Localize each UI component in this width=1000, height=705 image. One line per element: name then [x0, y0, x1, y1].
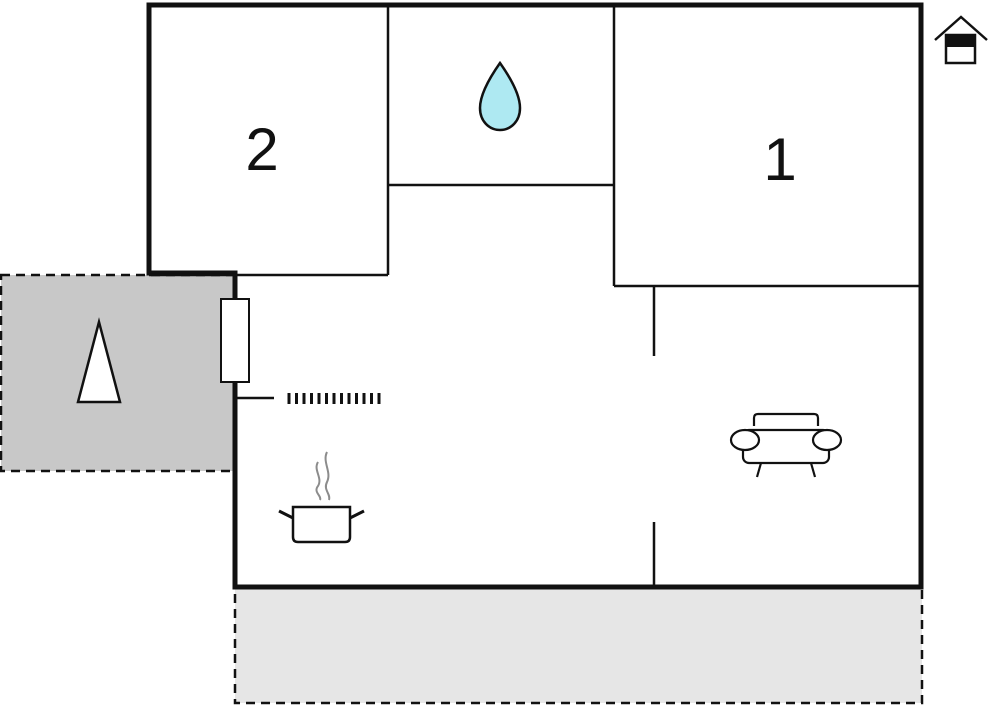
- water-drop-icon: [478, 60, 522, 132]
- room-number-1: 1: [763, 126, 796, 193]
- cooking-pot-icon: [278, 451, 365, 544]
- tent-icon: [76, 317, 122, 404]
- room-number-2: 2: [245, 116, 278, 183]
- partition-dashes: [287, 393, 381, 404]
- window: [220, 298, 250, 383]
- house-icon: [934, 15, 988, 65]
- terrace-area: [0, 273, 237, 473]
- outer-walls: [146, 2, 924, 590]
- house-interior: [149, 5, 921, 587]
- sofa-icon: [729, 412, 843, 478]
- interior-walls: [149, 5, 921, 587]
- patio-area: [233, 585, 924, 705]
